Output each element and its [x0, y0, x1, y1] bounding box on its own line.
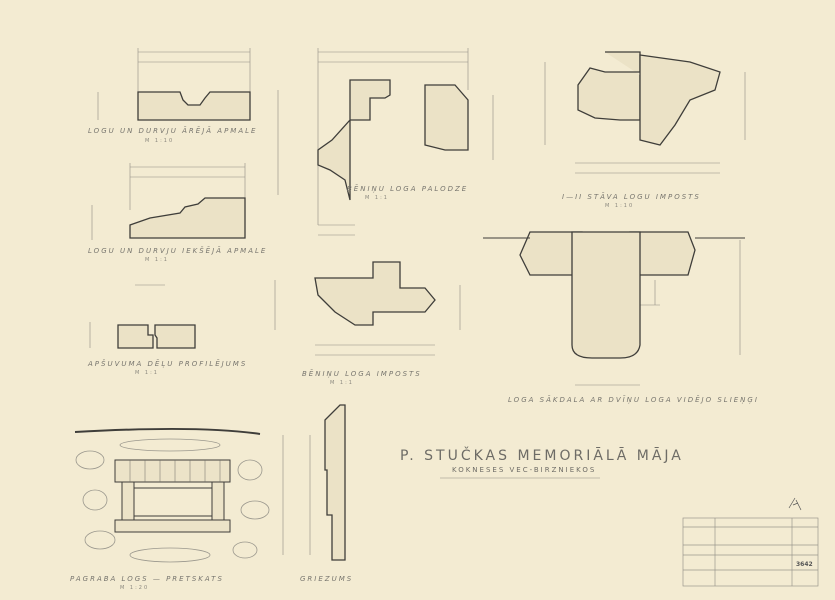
- label-outer-trim: LOGU UN DURVJU ĀRĒJĀ APMALE: [88, 127, 258, 135]
- label-basement-window: PAGRABA LOGS — PRETSKATS: [70, 575, 224, 583]
- drawing-subtitle: KOKNESES VEC-BIRZNIEKOS: [452, 466, 597, 474]
- drawing-title: P. STUČKAS MEMORIĀLĀ MĀJA: [400, 448, 684, 464]
- section-profile: [324, 404, 346, 561]
- label-inner-trim: LOGU UN DURVJU IEKŠĒJĀ APMALE: [88, 247, 268, 255]
- scale-window-transom: M 1:10: [605, 203, 635, 209]
- board-profile: [117, 324, 154, 349]
- scale-outer-trim: M 1:10: [145, 138, 175, 144]
- label-attic-transom: BĒNIŅU LOGA IMPOSTS: [302, 370, 422, 378]
- basement-window-elevation: [74, 427, 270, 563]
- stamp-number: 3642: [796, 561, 813, 568]
- scale-attic-sill: M 1:1: [365, 195, 389, 201]
- label-section: GRIEZUMS: [300, 575, 354, 583]
- scale-cladding-profile: M 1:1: [135, 370, 159, 376]
- attic-transom-profile: [314, 261, 436, 326]
- label-cladding-profile: APŠUVUMA DĒĻU PROFILĒJUMS: [88, 360, 248, 368]
- attic-sill-profile: [317, 79, 391, 201]
- inner-trim-profile: [129, 197, 246, 239]
- scale-basement-window: M 1:20: [120, 585, 150, 591]
- label-mullion: LOGA SĀKDALA AR DVĪŅU LOGA VIDĒJO SLIEŅĢ…: [508, 396, 759, 404]
- title-block-stamp: [682, 497, 819, 587]
- scale-attic-transom: M 1:1: [330, 380, 354, 386]
- label-window-transom: I—II STĀVA LOGU IMPOSTS: [562, 193, 701, 201]
- mullion-post: [571, 231, 641, 359]
- label-attic-sill: BĒNIŅU LOGA PALODZE: [347, 185, 469, 193]
- outer-trim-profile: [137, 91, 251, 121]
- window-transom-profile: [577, 51, 641, 121]
- scale-inner-trim: M 1:1: [145, 257, 169, 263]
